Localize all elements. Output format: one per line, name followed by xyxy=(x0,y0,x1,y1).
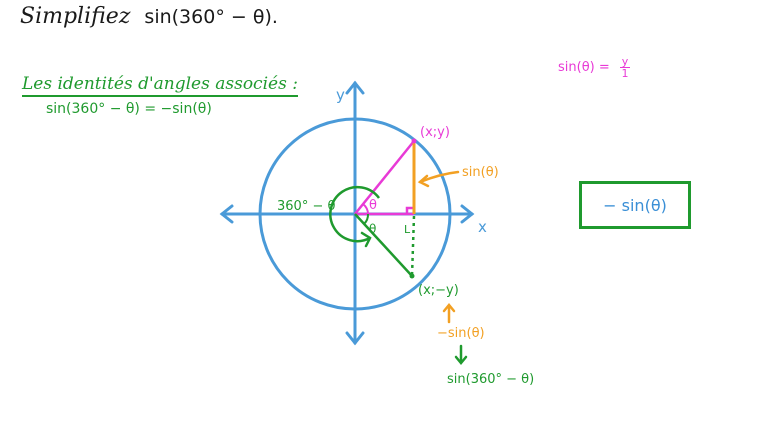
up-arrow-icon xyxy=(442,303,456,324)
reflex-arrow-icon xyxy=(360,231,372,248)
result-label: sin(360° − θ) xyxy=(447,372,534,387)
answer-box: − sin(θ) xyxy=(579,181,691,229)
reflex-angle-label: 360° − θ xyxy=(277,199,335,214)
theta-arc xyxy=(362,203,369,215)
opposite-side-label: sin(θ) xyxy=(462,165,499,180)
x-axis xyxy=(219,204,475,224)
x-axis-label: x xyxy=(478,218,487,236)
fraction-numerator: y xyxy=(619,55,631,68)
sine-definition: sin(θ) = y 1 xyxy=(558,55,631,80)
title-word: Simplifiez xyxy=(20,4,131,29)
reflex-angle-arc xyxy=(329,185,381,243)
identities-heading: Les identités d'angles associés : xyxy=(22,74,298,97)
identity-formula: sin(360° − θ) = −sin(θ) xyxy=(46,101,212,117)
sine-definition-lhs: sin(θ) = xyxy=(558,60,610,75)
title-expression: sin(360° − θ). xyxy=(144,6,278,28)
point-bottom xyxy=(409,273,415,279)
down-arrow-icon xyxy=(454,344,468,365)
problem-title: Simplifiez sin(360° − θ). xyxy=(20,4,278,29)
theta-arc-bottom xyxy=(363,213,369,225)
radius-first-quadrant xyxy=(354,140,415,216)
answer-text: − sin(θ) xyxy=(603,195,667,215)
theta-label-top: θ xyxy=(369,198,377,213)
right-angle-mark: L xyxy=(404,223,411,236)
theta-label-bottom: θ xyxy=(369,222,376,236)
arrow-icon xyxy=(417,170,460,188)
point-bottom-label: (x;−y) xyxy=(418,283,459,298)
fraction: y 1 xyxy=(619,55,631,80)
point-top-label: (x;y) xyxy=(420,125,450,140)
fraction-denominator: 1 xyxy=(621,67,629,80)
y-axis-label: y xyxy=(336,86,345,104)
dotted-projection xyxy=(410,215,416,277)
neg-sin-label: −sin(θ) xyxy=(437,326,485,341)
point-top xyxy=(411,138,417,144)
